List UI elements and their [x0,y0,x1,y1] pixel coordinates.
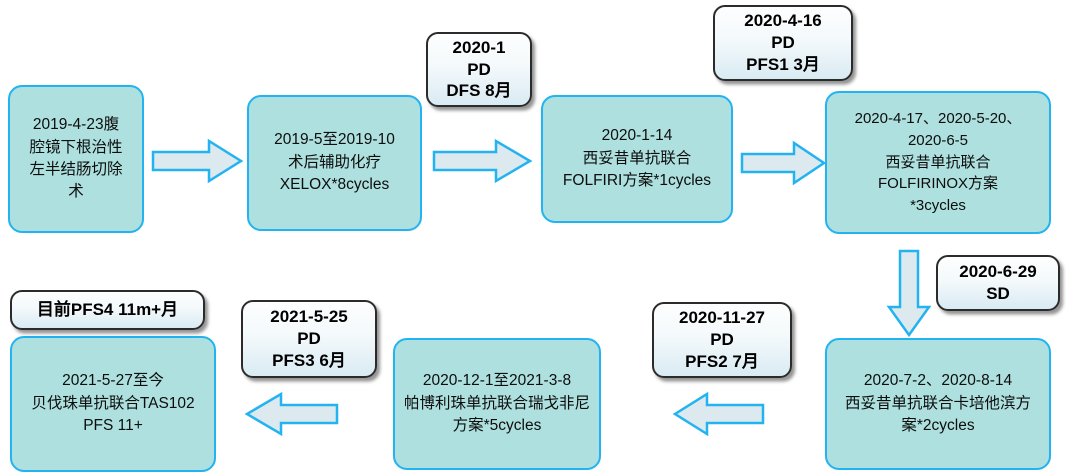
box-line: *3cycles [910,197,966,215]
box-line: 腔镜下根治性 [29,138,123,156]
callout-dfs-8m[interactable]: 2020-1 PD DFS 8月 [426,32,532,107]
callout-pfs3-6m[interactable]: 2021-5-25 PD PFS3 6月 [241,300,377,378]
arrow-right-3 [740,140,827,186]
callout-line: DFS 8月 [446,81,512,101]
arrow-left-5 [672,391,765,437]
box-line: 左半结肠切除 [29,161,123,178]
callout-pfs2-7m[interactable]: 2020-11-27 PD PFS2 7月 [652,302,792,378]
callout-line: PD [297,329,321,349]
box-line: 2020-12-1至2021-3-8 [422,372,572,390]
callout-line: PD [710,330,734,350]
box-line: 西妥昔单抗联合卡培他滨方 [844,394,1031,412]
callout-line: PFS2 7月 [685,351,759,371]
callout-pfs1-3m[interactable]: 2020-4-16 PD PFS1 3月 [713,5,853,81]
callout-line: PFS1 3月 [746,54,820,74]
box-line: 帕博利珠单抗联合瑞戈非尼 [403,394,590,412]
callout-line: PD [467,59,491,79]
callout-sd[interactable]: 2020-6-29 SD [936,255,1060,311]
callout-line: 目前PFS4 11m+月 [36,300,179,320]
callout-line: SD [986,284,1010,303]
callout-line: PD [771,33,795,53]
callout-line: 2020-6-29 [959,262,1037,282]
treatment-box-pembrolizumab-regorafenib[interactable]: 2020-12-1至2021-3-8 帕博利珠单抗联合瑞戈非尼 方案*5cycl… [393,338,601,470]
treatment-box-cetuximab-folfiri[interactable]: 2020-1-14 西妥昔单抗联合 FOLFIRI方案*1cycles [541,95,733,223]
treatment-box-adjuvant-chemo[interactable]: 2019-5至2019-10 术后辅助化疗 XELOX*8cycles [247,95,422,231]
box-line: 贝伐珠单抗联合TAS102 [31,394,195,412]
callout-line: 2021-5-25 [270,307,348,327]
box-line: FOLFIRI方案*1cycles [562,172,712,190]
callout-line: 2020-11-27 [678,308,766,328]
box-line: 案*2cycles [901,417,975,435]
box-line: 西妥昔单抗联合 [582,149,692,167]
box-line: 2020-7-2、2020-8-14 [863,372,1013,390]
arrow-left-6 [244,391,339,437]
box-line: 术 [68,183,84,201]
arrow-right-1 [151,138,244,184]
treatment-box-bevacizumab-tas102[interactable]: 2021-5-27至今 贝伐珠单抗联合TAS102 PFS 11+ [10,336,216,472]
box-line: 2020-1-14 [601,127,673,145]
box-line: 2021-5-27至今 [62,372,164,390]
callout-line: PFS3 6月 [272,350,346,370]
treatment-box-cetuximab-capecitabine[interactable]: 2020-7-2、2020-8-14 西妥昔单抗联合卡培他滨方 案*2cycle… [825,338,1051,470]
box-line: 西妥昔单抗联合 [885,153,991,171]
box-line: PFS 11+ [83,417,143,435]
callout-pfs4-current[interactable]: 目前PFS4 11m+月 [10,290,205,330]
box-line: XELOX*8cycles [279,176,390,194]
treatment-box-cetuximab-folfirinox[interactable]: 2020-4-17、2020-5-20、 2020-6-5 西妥昔单抗联合 FO… [825,91,1051,234]
box-line: 2019-4-23腹 [32,116,120,134]
arrow-down-4 [886,249,932,338]
box-line: 方案*5cycles [452,417,542,435]
box-line: 术后辅助化疗 [287,153,381,171]
arrow-right-2 [432,138,533,184]
box-line: 2020-4-17、2020-5-20、 [854,110,1022,128]
callout-line: 2020-4-16 [744,11,822,31]
box-line: FOLFIRINOX方案 [877,175,998,193]
box-line: 2020-6-5 [907,131,969,149]
treatment-box-surgery[interactable]: 2019-4-23腹 腔镜下根治性 左半结肠切除 术 [8,85,144,233]
callout-line: 2020-1 [452,37,506,57]
box-line: 2019-5至2019-10 [274,131,395,149]
